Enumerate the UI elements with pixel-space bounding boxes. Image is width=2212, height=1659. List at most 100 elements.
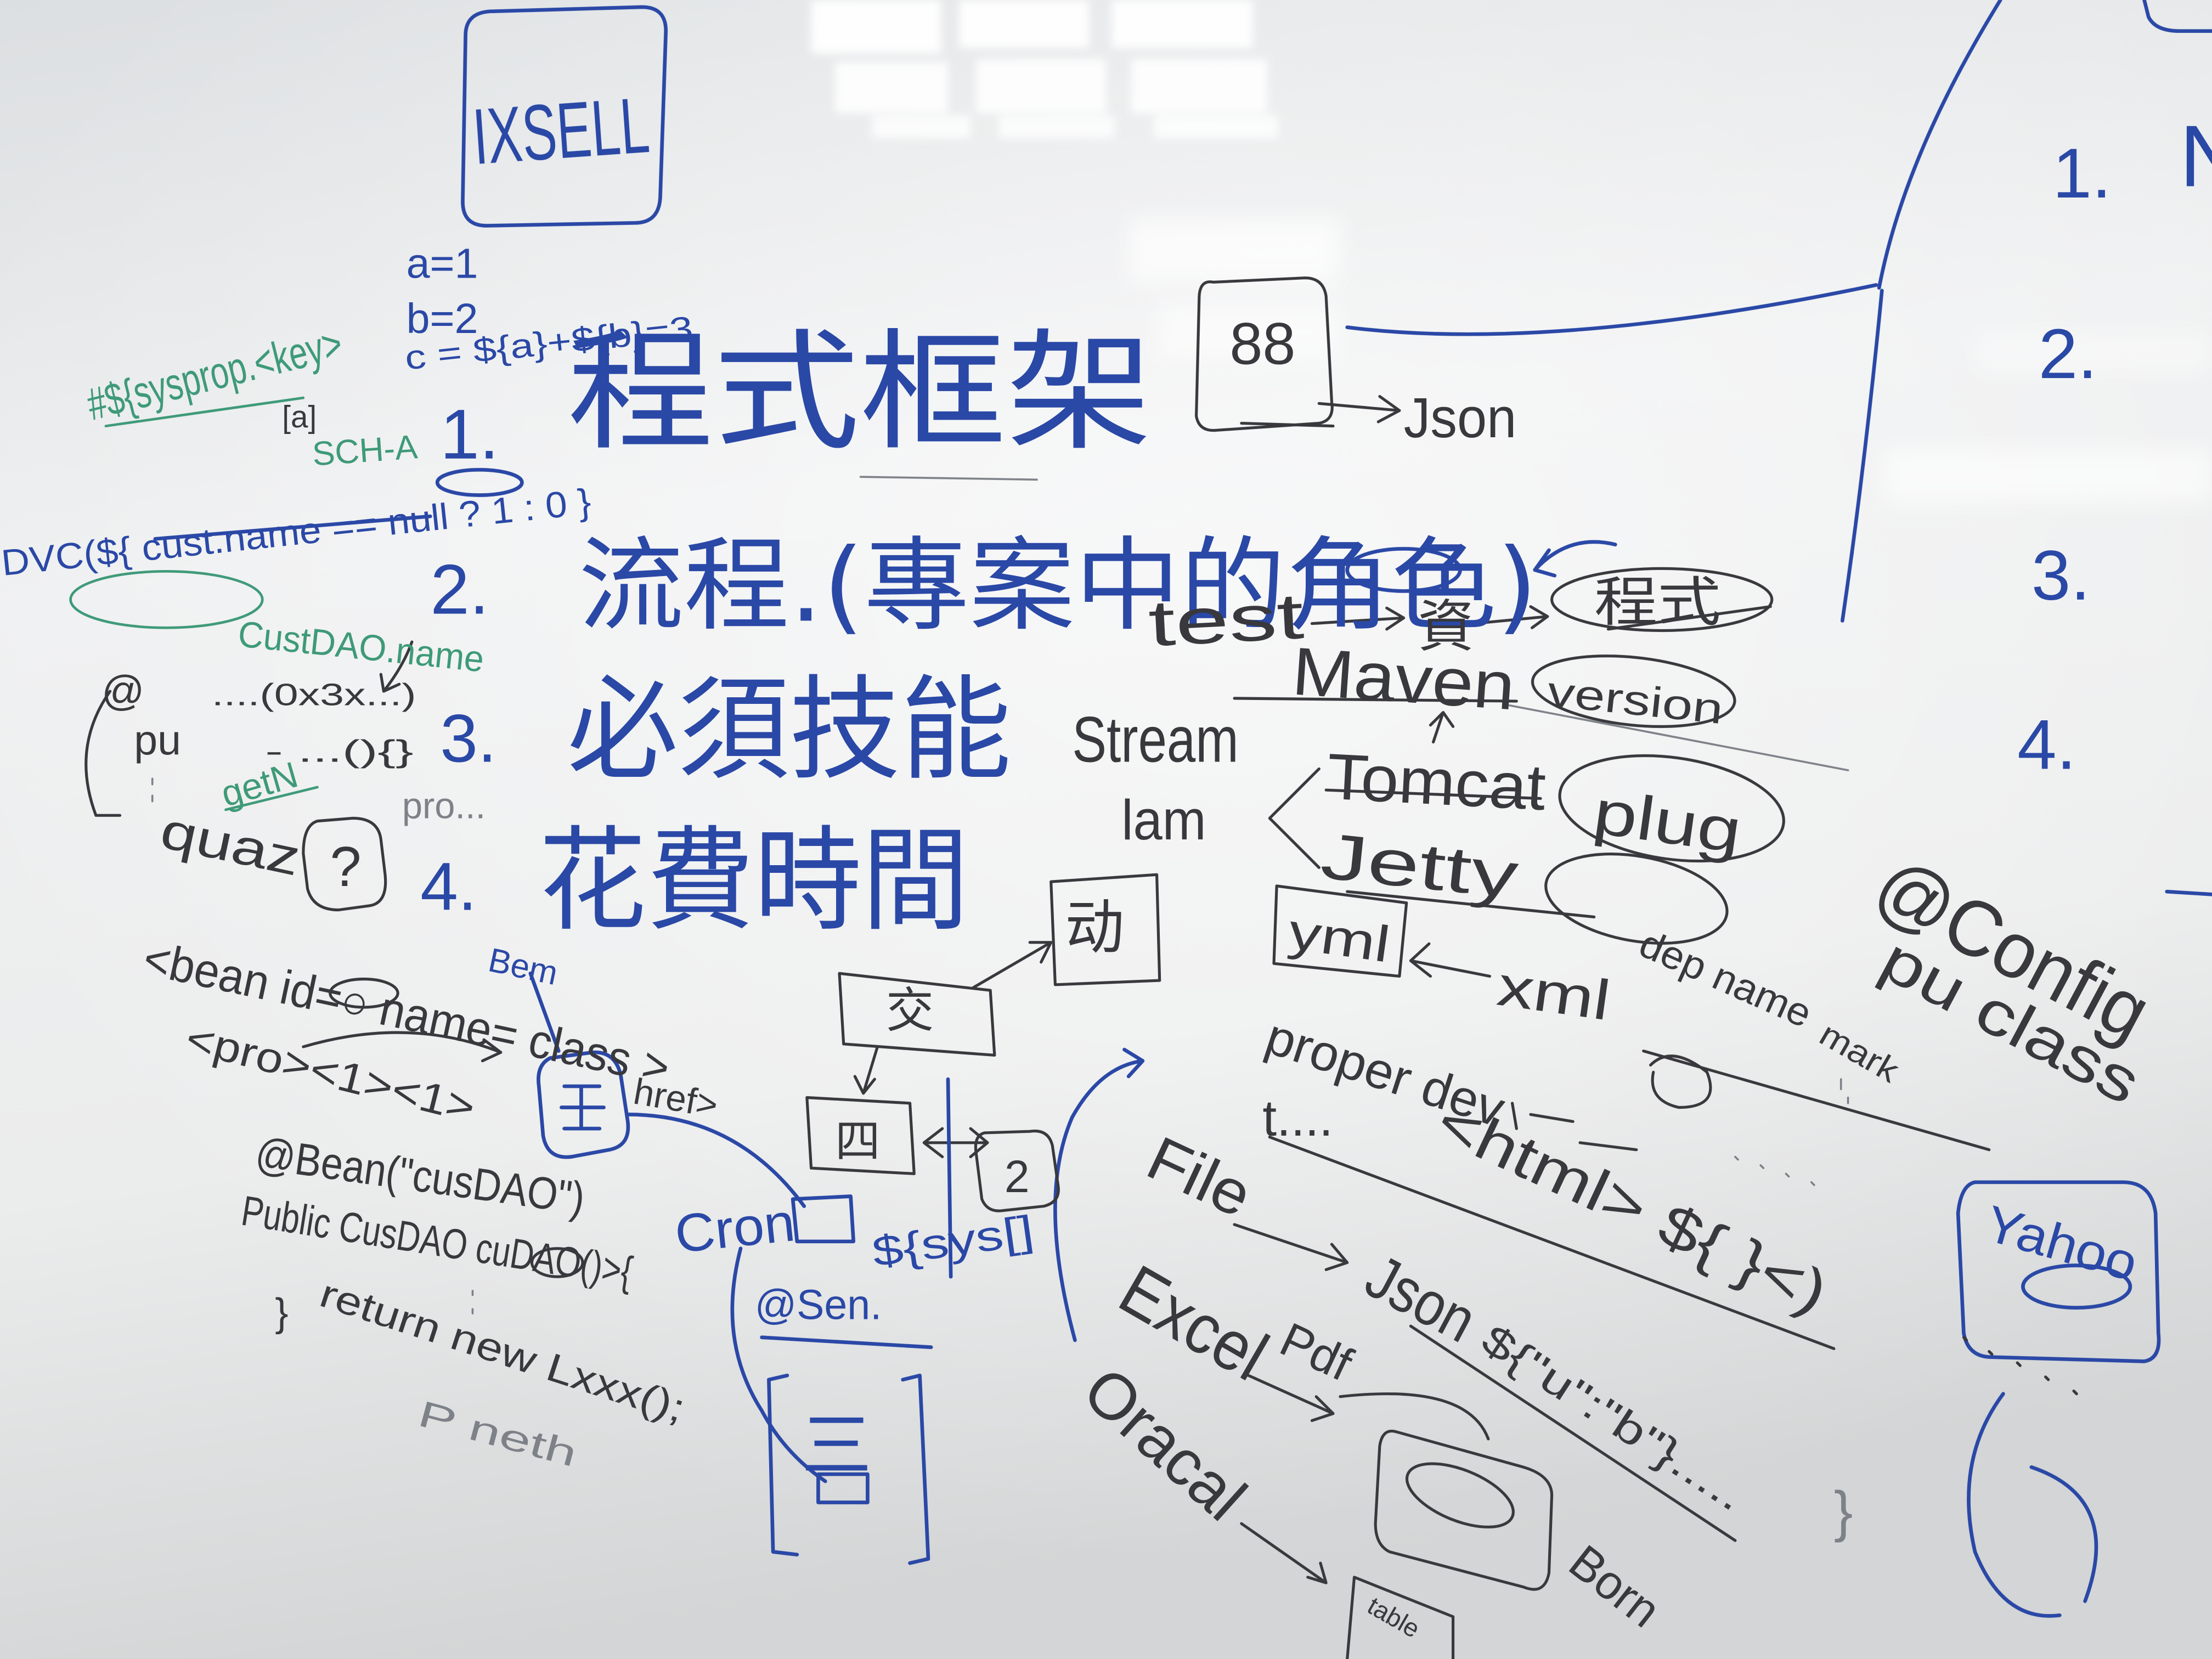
right-item-1: 1. [2052, 134, 2111, 213]
pu-note: pu [134, 717, 181, 764]
yahoo-ellipse [2021, 1263, 2132, 1310]
blue-curve-arrow [1053, 1047, 1145, 1342]
diagram-si: 四 [835, 1116, 880, 1168]
expression-underline [153, 514, 432, 541]
corner-box [2142, 0, 2212, 33]
json-arrow-lower [1240, 421, 1335, 428]
yml-box [1272, 884, 1408, 978]
jiao-dong-arrow [972, 941, 1053, 989]
server-bracket [1268, 767, 1321, 870]
skill-yml: yml [1285, 902, 1393, 973]
right-item-3: 3. [2032, 537, 2090, 615]
at-note: @ [101, 668, 144, 715]
pro-arrow [302, 1031, 503, 1063]
bean-box-lines [560, 1084, 606, 1131]
skill-brace: } [1834, 1480, 1853, 1543]
green-ellipse [69, 570, 264, 629]
outline-item-1: 程式框架 [567, 317, 1153, 468]
diagram-cron: Cron [672, 1192, 798, 1264]
cron-down-arrow [730, 1246, 827, 1483]
glare-patch [1975, 331, 2212, 374]
glare-patch [1131, 59, 1267, 113]
underline [859, 476, 1038, 481]
side-mark [2165, 889, 2212, 896]
outline-num-3: 3. [440, 701, 496, 777]
diagram-san: 三 [802, 1405, 872, 1487]
framework-json: Json [1404, 386, 1517, 449]
glare-patch [1154, 115, 1278, 138]
skill-tomcat: Tomcat [1325, 741, 1548, 825]
vertical-line [946, 1077, 953, 1279]
flow-arrow [1310, 606, 1406, 631]
dong-box [1049, 873, 1161, 986]
dep-loop [1649, 1054, 1712, 1109]
variable-a: a=1 [407, 240, 478, 287]
light-glare [811, 0, 1278, 138]
json-arrow [1317, 395, 1401, 424]
diagram-sen: @Sen. [755, 1281, 882, 1328]
cron-box [791, 1194, 856, 1244]
glare-patch [1111, 0, 1253, 48]
diagram-two: 2 [1005, 1152, 1030, 1202]
pdf-arrow [1247, 1374, 1335, 1422]
plug-ellipse [1558, 754, 1785, 863]
skill-stream: Stream [1072, 704, 1238, 776]
version-ellipse [1531, 654, 1736, 728]
two-box [974, 1129, 1060, 1212]
question-box [302, 816, 387, 912]
maven-line [1508, 704, 1849, 771]
dev-dash [1511, 1102, 1638, 1152]
flow-program: 程式 [1594, 571, 1721, 634]
id-ellipse [329, 978, 399, 1009]
bean-box [537, 1050, 630, 1159]
xml-arrow [1409, 942, 1491, 978]
outline-num-4: 4. [420, 849, 477, 925]
san-small-box [816, 1472, 870, 1504]
outline-item-3: 必須技能 [567, 664, 1012, 795]
misc-dots [1734, 1155, 1815, 1186]
skill-xml: xml [1494, 954, 1615, 1032]
args-note: ....(0x3x...) [212, 678, 416, 712]
outline-num-1: 1. [440, 396, 499, 474]
right-item-2: 2. [2039, 315, 2097, 393]
right-curve [2029, 1465, 2098, 1603]
role-arrow [1533, 540, 1617, 578]
jetty-underline [1346, 890, 1596, 919]
pdf-curve [1339, 1392, 1490, 1441]
tomcat-up-arrow [1429, 711, 1455, 744]
outline-num-2: 2. [430, 551, 489, 629]
right-dots [1962, 1336, 2078, 1396]
array-note: [a] [282, 399, 317, 434]
program-underline [1606, 605, 1772, 631]
san-bracket-left [767, 1373, 799, 1557]
skill-t: t.... [1262, 1090, 1333, 1147]
glare-patch [1156, 303, 1340, 360]
schema-note: SCH-A [311, 428, 419, 473]
getter-underline [224, 786, 319, 811]
glare-patch [811, 0, 941, 54]
sysprop-underline [104, 396, 305, 427]
db-ellipse [1405, 1462, 1515, 1528]
bracket-line [1345, 283, 1878, 336]
glare-patch [1128, 218, 1340, 283]
glare-patch [872, 115, 971, 138]
tomcat-underline [1324, 788, 1542, 800]
title-box-outline [461, 5, 668, 228]
flow-arrow [1472, 605, 1549, 629]
json-line [1409, 1324, 1737, 1542]
flow-zi: 資 [1418, 595, 1474, 660]
diagram-jiao: 交 [886, 983, 934, 1039]
method-note: - ...(){} [265, 734, 413, 769]
oracal-arrow [1240, 1522, 1328, 1584]
jetty-ellipse [1544, 853, 1729, 945]
double-arrow [922, 1127, 989, 1159]
right-curve [1967, 1392, 2062, 1618]
proper-line [1268, 1136, 1836, 1350]
bean-close: } [275, 1291, 288, 1335]
flow-test: test [1147, 580, 1305, 661]
maven-underline [1233, 697, 1518, 703]
skill-maven: Maven [1290, 633, 1517, 724]
question-mark: ? [330, 835, 361, 898]
